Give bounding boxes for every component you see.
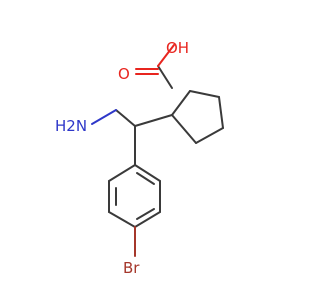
bond-ring-5	[171, 114, 197, 144]
bond-ring-4	[195, 127, 224, 144]
bond-ring-1	[171, 90, 191, 116]
hydroxyl-label: OH	[166, 39, 189, 57]
bond-quaternary-ch	[134, 114, 173, 127]
bond-ch-ch2	[115, 109, 136, 127]
bond-c-oh	[157, 44, 175, 67]
bromine-label: Br	[123, 259, 140, 277]
bond-benzene-4	[108, 211, 136, 228]
amine-label: H2N	[55, 117, 87, 135]
bond-ring-2	[189, 90, 220, 98]
bond-benzene-3	[134, 211, 161, 228]
bond-benzene-inner-1	[136, 172, 155, 185]
bond-c-c-carboxyl	[157, 65, 173, 89]
bond-benzene-inner-2	[136, 208, 155, 220]
bond-ring-3	[218, 96, 224, 129]
molecule-structure: OH O H2N Br	[55, 39, 224, 277]
carbonyl-oxygen-label: O	[118, 65, 130, 83]
bond-ch2-n	[91, 109, 117, 125]
bond-benzene-6	[108, 164, 136, 182]
bond-benzene-1	[134, 164, 161, 182]
